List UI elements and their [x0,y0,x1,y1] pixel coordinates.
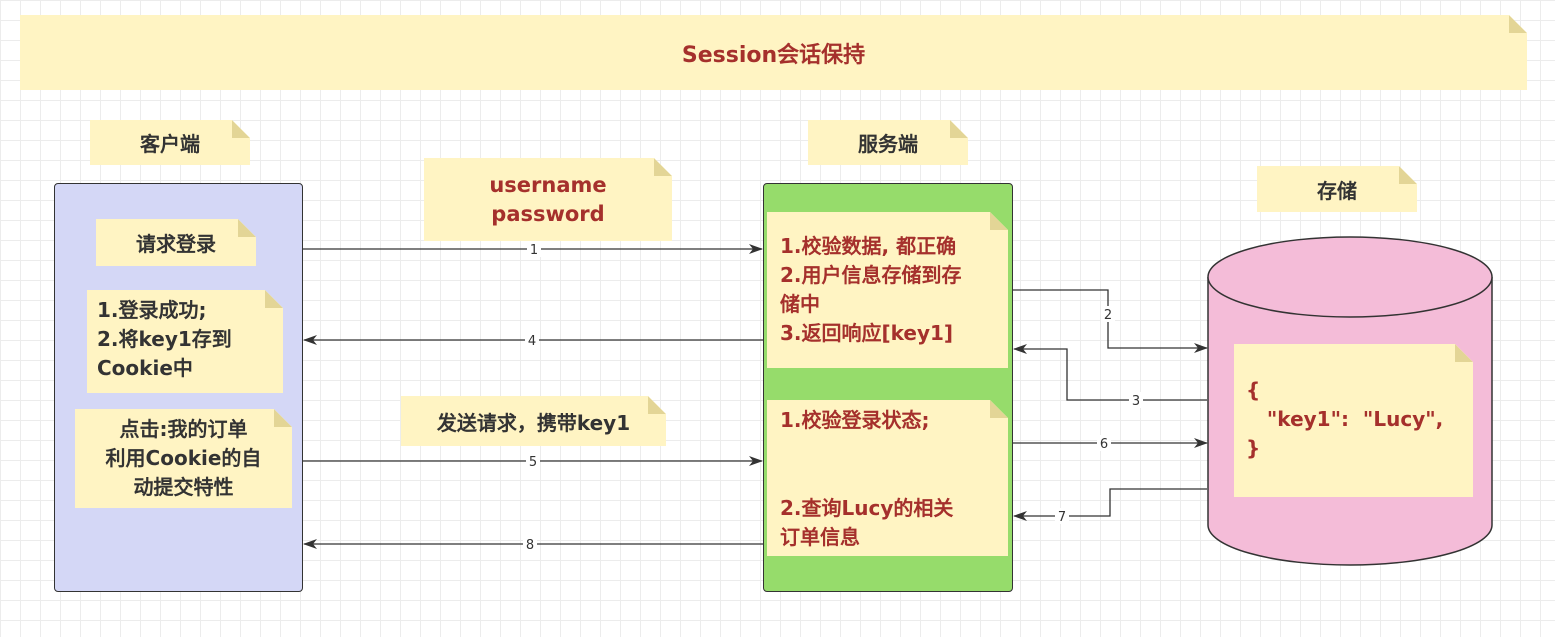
client-header: 客户端 [90,120,250,165]
client-click-orders-note: 点击:我的订单 利用Cookie的自 动提交特性 [75,409,292,508]
storage-header: 存储 [1257,166,1417,212]
title-banner: Session会话保持 [20,15,1527,90]
server-label: 服务端 [858,132,918,156]
storage-label: 存储 [1317,178,1357,203]
server-verify-block: 1.校验登录状态; 2.查询Lucy的相关 订单信息 [767,400,1008,556]
arrow-7 [1013,488,1207,521]
client-label: 客户端 [140,132,200,156]
credentials-note: username password [424,158,672,241]
client-request-login-note: 请求登录 [96,219,256,266]
arrow-label-8: 8 [526,538,534,553]
arrow-label-4: 4 [528,334,536,349]
server-header: 服务端 [808,120,968,165]
client-login-success-note: 1.登录成功; 2.将key1存到 Cookie中 [87,290,283,393]
arrow-label-6: 6 [1100,437,1108,452]
send-request-note: 发送请求，携带key1 [401,396,666,446]
arrow-label-5: 5 [529,455,537,470]
client-request-login-text: 请求登录 [136,232,216,256]
storage-content-note: { "key1": "Lucy", } [1234,344,1473,497]
arrow-label-1: 1 [530,243,538,258]
send-request-text: 发送请求，携带key1 [436,410,631,435]
client-login-success-text: 1.登录成功; 2.将key1存到 Cookie中 [97,298,232,380]
credentials-text: username password [489,172,607,226]
server-verify-text: 1.校验登录状态; [780,408,930,432]
server-login-block-text: 1.校验数据, 都正确 2.用户信息存储到存 储中 3.返回响应[key1] [780,234,962,345]
storage-content-text: { "key1": "Lucy", } [1246,378,1444,460]
arrow-labels: 1 2 3 4 5 6 7 8 [523,241,1143,553]
server-query-text: 2.查询Lucy的相关 订单信息 [780,496,954,549]
client-click-orders-text: 点击:我的订单 利用Cookie的自 动提交特性 [105,417,262,499]
server-login-block: 1.校验数据, 都正确 2.用户信息存储到存 储中 3.返回响应[key1] [767,212,1008,368]
arrow-3 [1013,344,1207,401]
arrow-label-7: 7 [1058,510,1066,525]
diagram-title: Session会话保持 [681,42,866,68]
arrow-label-3: 3 [1132,394,1140,409]
arrow-label-2: 2 [1104,308,1112,323]
